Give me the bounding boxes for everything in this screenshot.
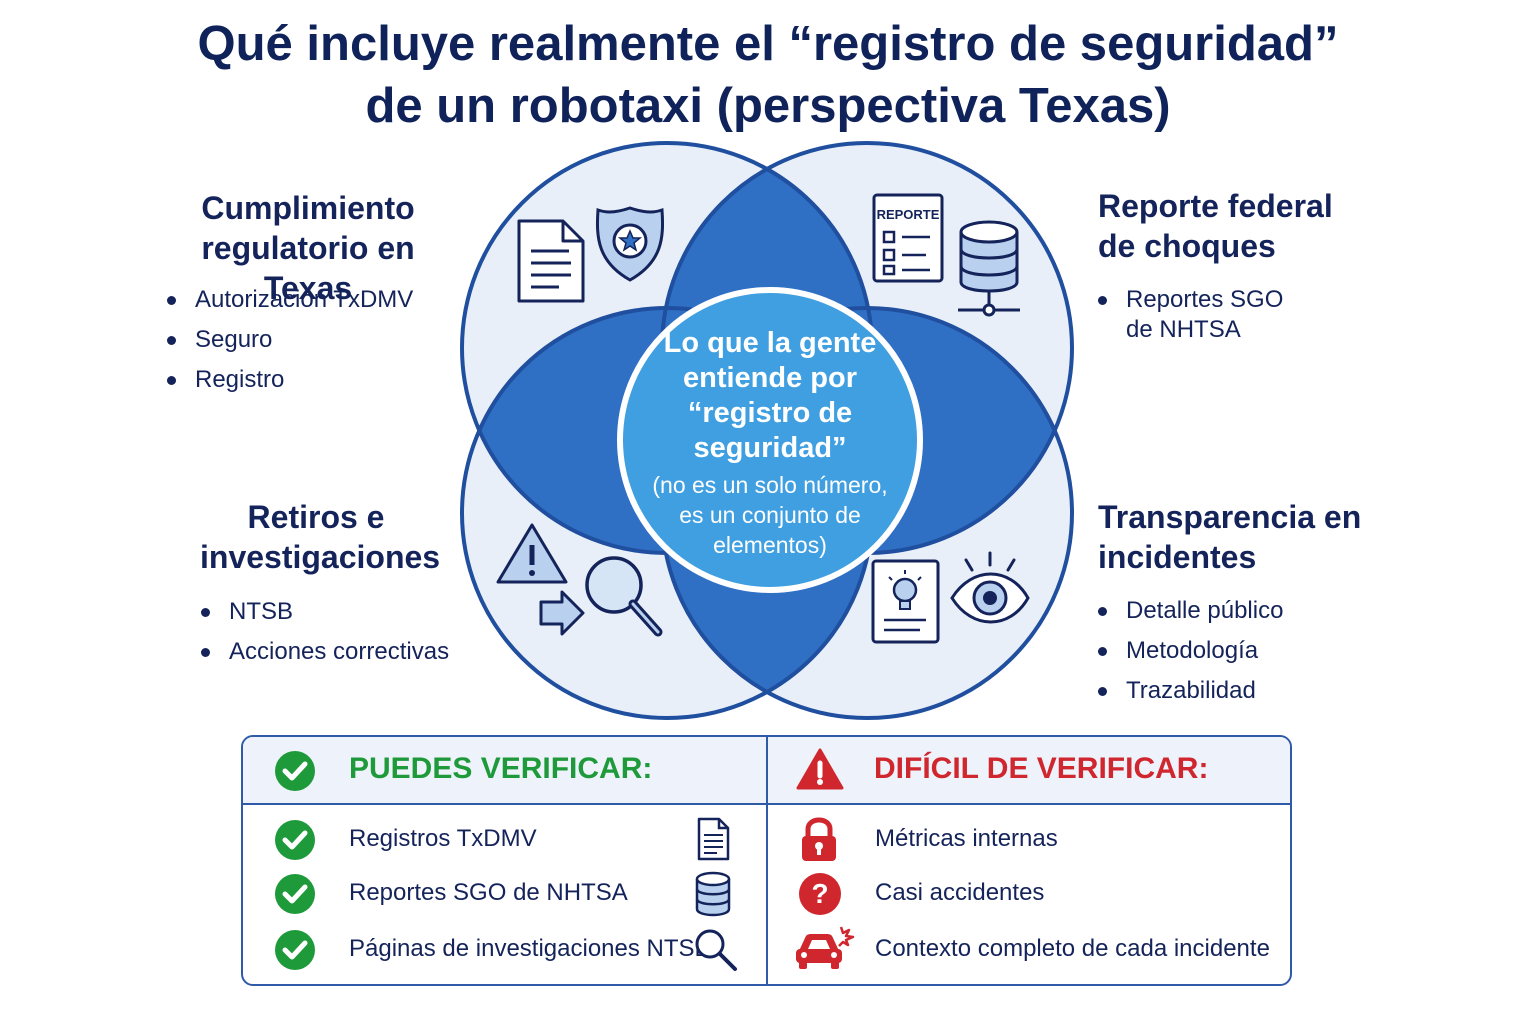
can-verify-header: PUEDES VERIFICAR: — [349, 752, 653, 785]
can-verify-item: Registros TxDMV — [349, 825, 537, 852]
top-right-title: Reporte federal de choques — [1098, 188, 1333, 264]
bullet-item: NTSB — [199, 592, 449, 632]
magnifier-icon — [585, 556, 663, 637]
can-verify-item: Páginas de investigaciones NTSB — [349, 935, 711, 962]
hard-verify-item: Casi accidentes — [875, 879, 1045, 906]
top-left-title: Cumplimiento regulatorio en Texas — [201, 190, 415, 306]
bullet-item: Autorización TxDMV — [165, 280, 413, 320]
hard-verify-item: Contexto completo de cada incidente — [875, 935, 1270, 962]
bullet-item: Trazabilidad — [1096, 671, 1283, 711]
center-circle — [617, 287, 923, 593]
hard-verify-item: Métricas internas — [875, 825, 1058, 852]
warning-icon — [796, 748, 844, 790]
check-circle-icon — [275, 874, 315, 914]
database-icon — [958, 220, 1020, 317]
bottom-right-title: Transparencia en incidentes — [1098, 499, 1362, 575]
check-circle-icon — [275, 751, 315, 791]
check-circle-icon — [275, 930, 315, 970]
lock-icon — [802, 817, 836, 861]
bottom-right-bullets: Detalle público Metodología Trazabilidad — [1096, 591, 1283, 711]
bottom-left-bullets: NTSB Acciones correctivas — [199, 592, 449, 672]
center-label: Lo que la gente entiende por “registro d… — [652, 327, 888, 558]
bullet-item: Registro — [165, 360, 413, 400]
top-right-bullets: Reportes SGO de NHTSA — [1096, 280, 1283, 345]
bullet-item: Seguro — [165, 320, 413, 360]
search-icon — [695, 929, 737, 971]
top-left-bullets: Autorización TxDMV Seguro Registro — [165, 280, 413, 400]
lightbulb-document-icon — [871, 559, 940, 644]
bullet-item: Acciones correctivas — [199, 632, 449, 672]
bullet-item: Detalle público — [1096, 591, 1283, 631]
check-circle-icon — [275, 820, 315, 860]
eye-icon — [950, 551, 1030, 624]
page-title-line-1: Qué incluye realmente el “registro de se… — [197, 17, 1339, 71]
verification-table: PUEDES VERIFICAR: DIFÍCIL DE VERIFICAR: … — [241, 735, 1292, 986]
warning-icon — [496, 523, 568, 584]
car-crash-icon — [796, 926, 855, 969]
database-icon — [695, 871, 731, 917]
svg-text:?: ? — [811, 878, 828, 909]
bottom-left-title: Retiros e investigaciones — [200, 499, 441, 575]
hard-verify-header: DIFÍCIL DE VERIFICAR: — [874, 752, 1209, 785]
column-divider — [766, 737, 768, 984]
page-title-line-2: de un robotaxi (perspectiva Texas) — [365, 79, 1171, 133]
report-form-icon: REPORTE — [872, 193, 944, 283]
bullet-item: Reportes SGO de NHTSA — [1096, 280, 1283, 345]
report-label: REPORTE — [877, 207, 940, 222]
arrow-right-icon — [539, 590, 585, 636]
can-verify-item: Reportes SGO de NHTSA — [349, 879, 628, 906]
badge-star-icon — [595, 206, 665, 282]
document-icon — [697, 817, 730, 861]
document-icon — [517, 219, 585, 303]
bullet-item: Metodología — [1096, 631, 1283, 671]
question-icon: ? — [799, 873, 841, 915]
